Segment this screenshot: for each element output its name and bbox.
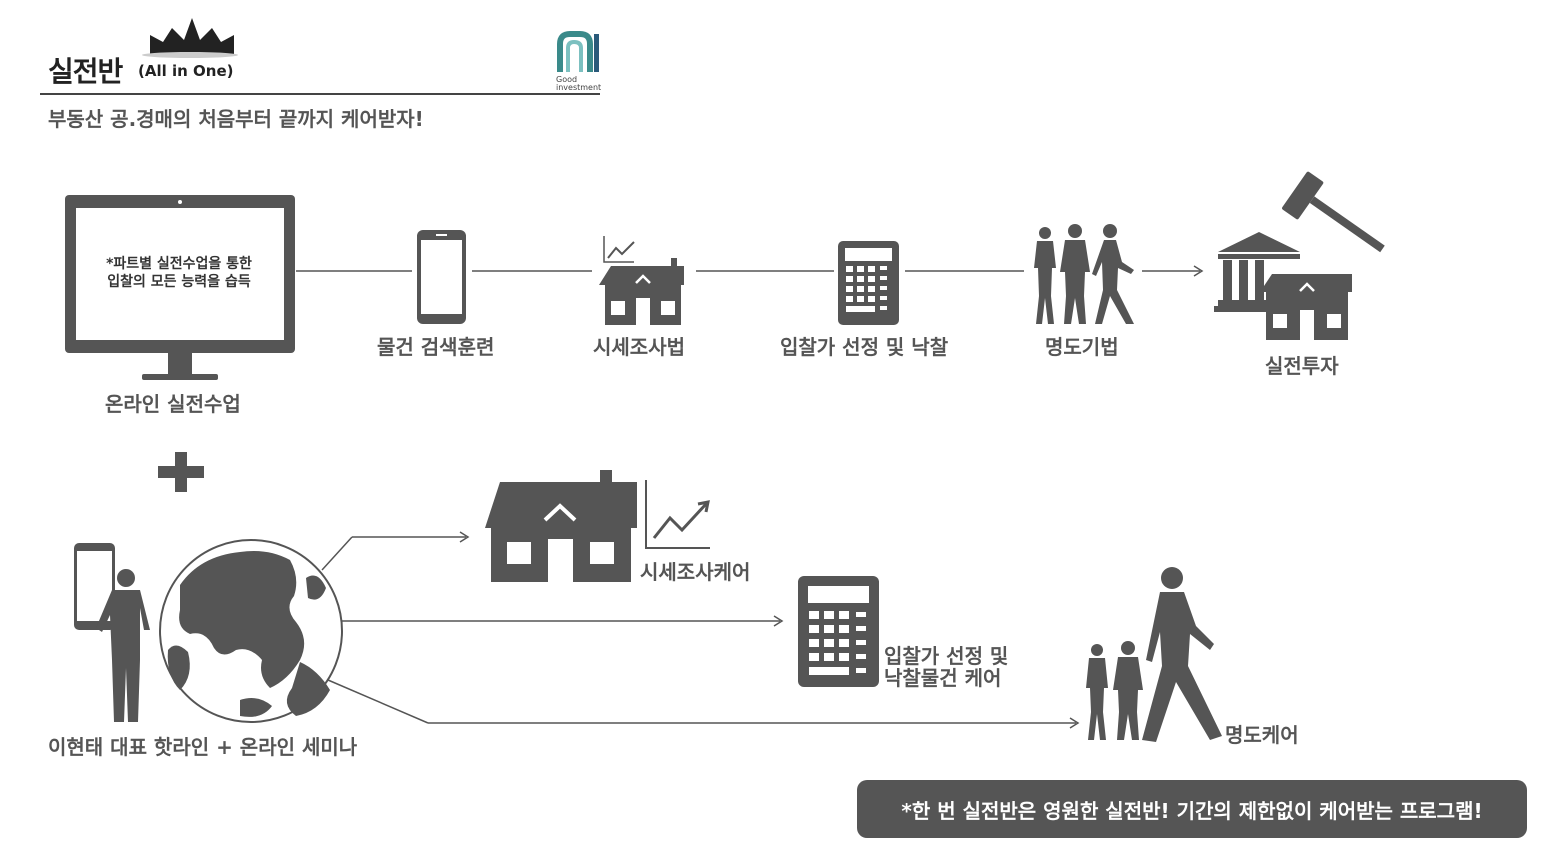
calculator-icon	[798, 576, 879, 687]
court-gavel-icon	[1214, 171, 1385, 340]
bottom-flow-connectors	[321, 531, 1080, 729]
monitor-text-line-1: *파트별 실전수업을 통한	[106, 256, 252, 272]
house-chart-icon	[485, 470, 710, 582]
source-label-hotline-seminar: 이현태 대표 핫라인 + 온라인 세미나	[48, 735, 358, 759]
step-label-property-search: 물건 검색훈련	[377, 335, 495, 359]
logo-caption: Good investment	[556, 76, 601, 92]
good-investment-logo-icon	[557, 31, 599, 72]
step-label-online-class: 온라인 실전수업	[105, 392, 241, 416]
house-chart-icon	[599, 236, 684, 325]
plus-icon	[158, 452, 204, 492]
person-icon	[96, 569, 150, 722]
title-divider	[40, 93, 600, 95]
monitor-text-line-2: 입찰의 모든 능력을 습득	[107, 274, 251, 290]
people-walking-icon	[1086, 567, 1222, 742]
step-label-eviction: 명도기법	[1045, 335, 1119, 359]
target-label-bid-care: 입찰가 선정 및 낙찰물건 케어	[884, 645, 1008, 689]
smartphone-icon	[417, 230, 466, 324]
program-banner: *한 번 실전반은 영원한 실전반! 기간의 제한없이 케어받는 프로그램!	[857, 780, 1527, 838]
monitor-icon	[65, 195, 295, 380]
target-label-bid-care-line-2: 낙찰물건 케어	[884, 666, 1002, 690]
crown-icon	[142, 18, 238, 58]
step-label-real-investment: 실전투자	[1265, 354, 1339, 378]
target-label-market-care: 시세조사케어	[640, 560, 751, 584]
monitor-screen-text: *파트별 실전수업을 통한 입찰의 모든 능력을 습득	[70, 255, 288, 291]
step-label-bid-selection: 입찰가 선정 및 낙찰	[780, 335, 949, 359]
page-title: 실전반	[48, 55, 123, 88]
step-label-market-research: 시세조사법	[593, 335, 685, 359]
target-label-bid-care-line-1: 입찰가 선정 및	[884, 644, 1009, 668]
people-walking-icon	[1034, 224, 1134, 324]
target-label-eviction-care: 명도케어	[1225, 723, 1299, 747]
page-subtitle: 부동산 공.경매의 처음부터 끝까지 케어받자!	[48, 107, 424, 131]
calculator-icon	[838, 241, 899, 325]
logo-caption-line-2: investment	[556, 83, 602, 92]
globe-icon	[159, 539, 343, 723]
page-title-suffix: (All in One)	[138, 62, 234, 80]
logo-caption-line-1: Good	[556, 75, 578, 84]
top-flow-connectors	[296, 265, 1204, 277]
